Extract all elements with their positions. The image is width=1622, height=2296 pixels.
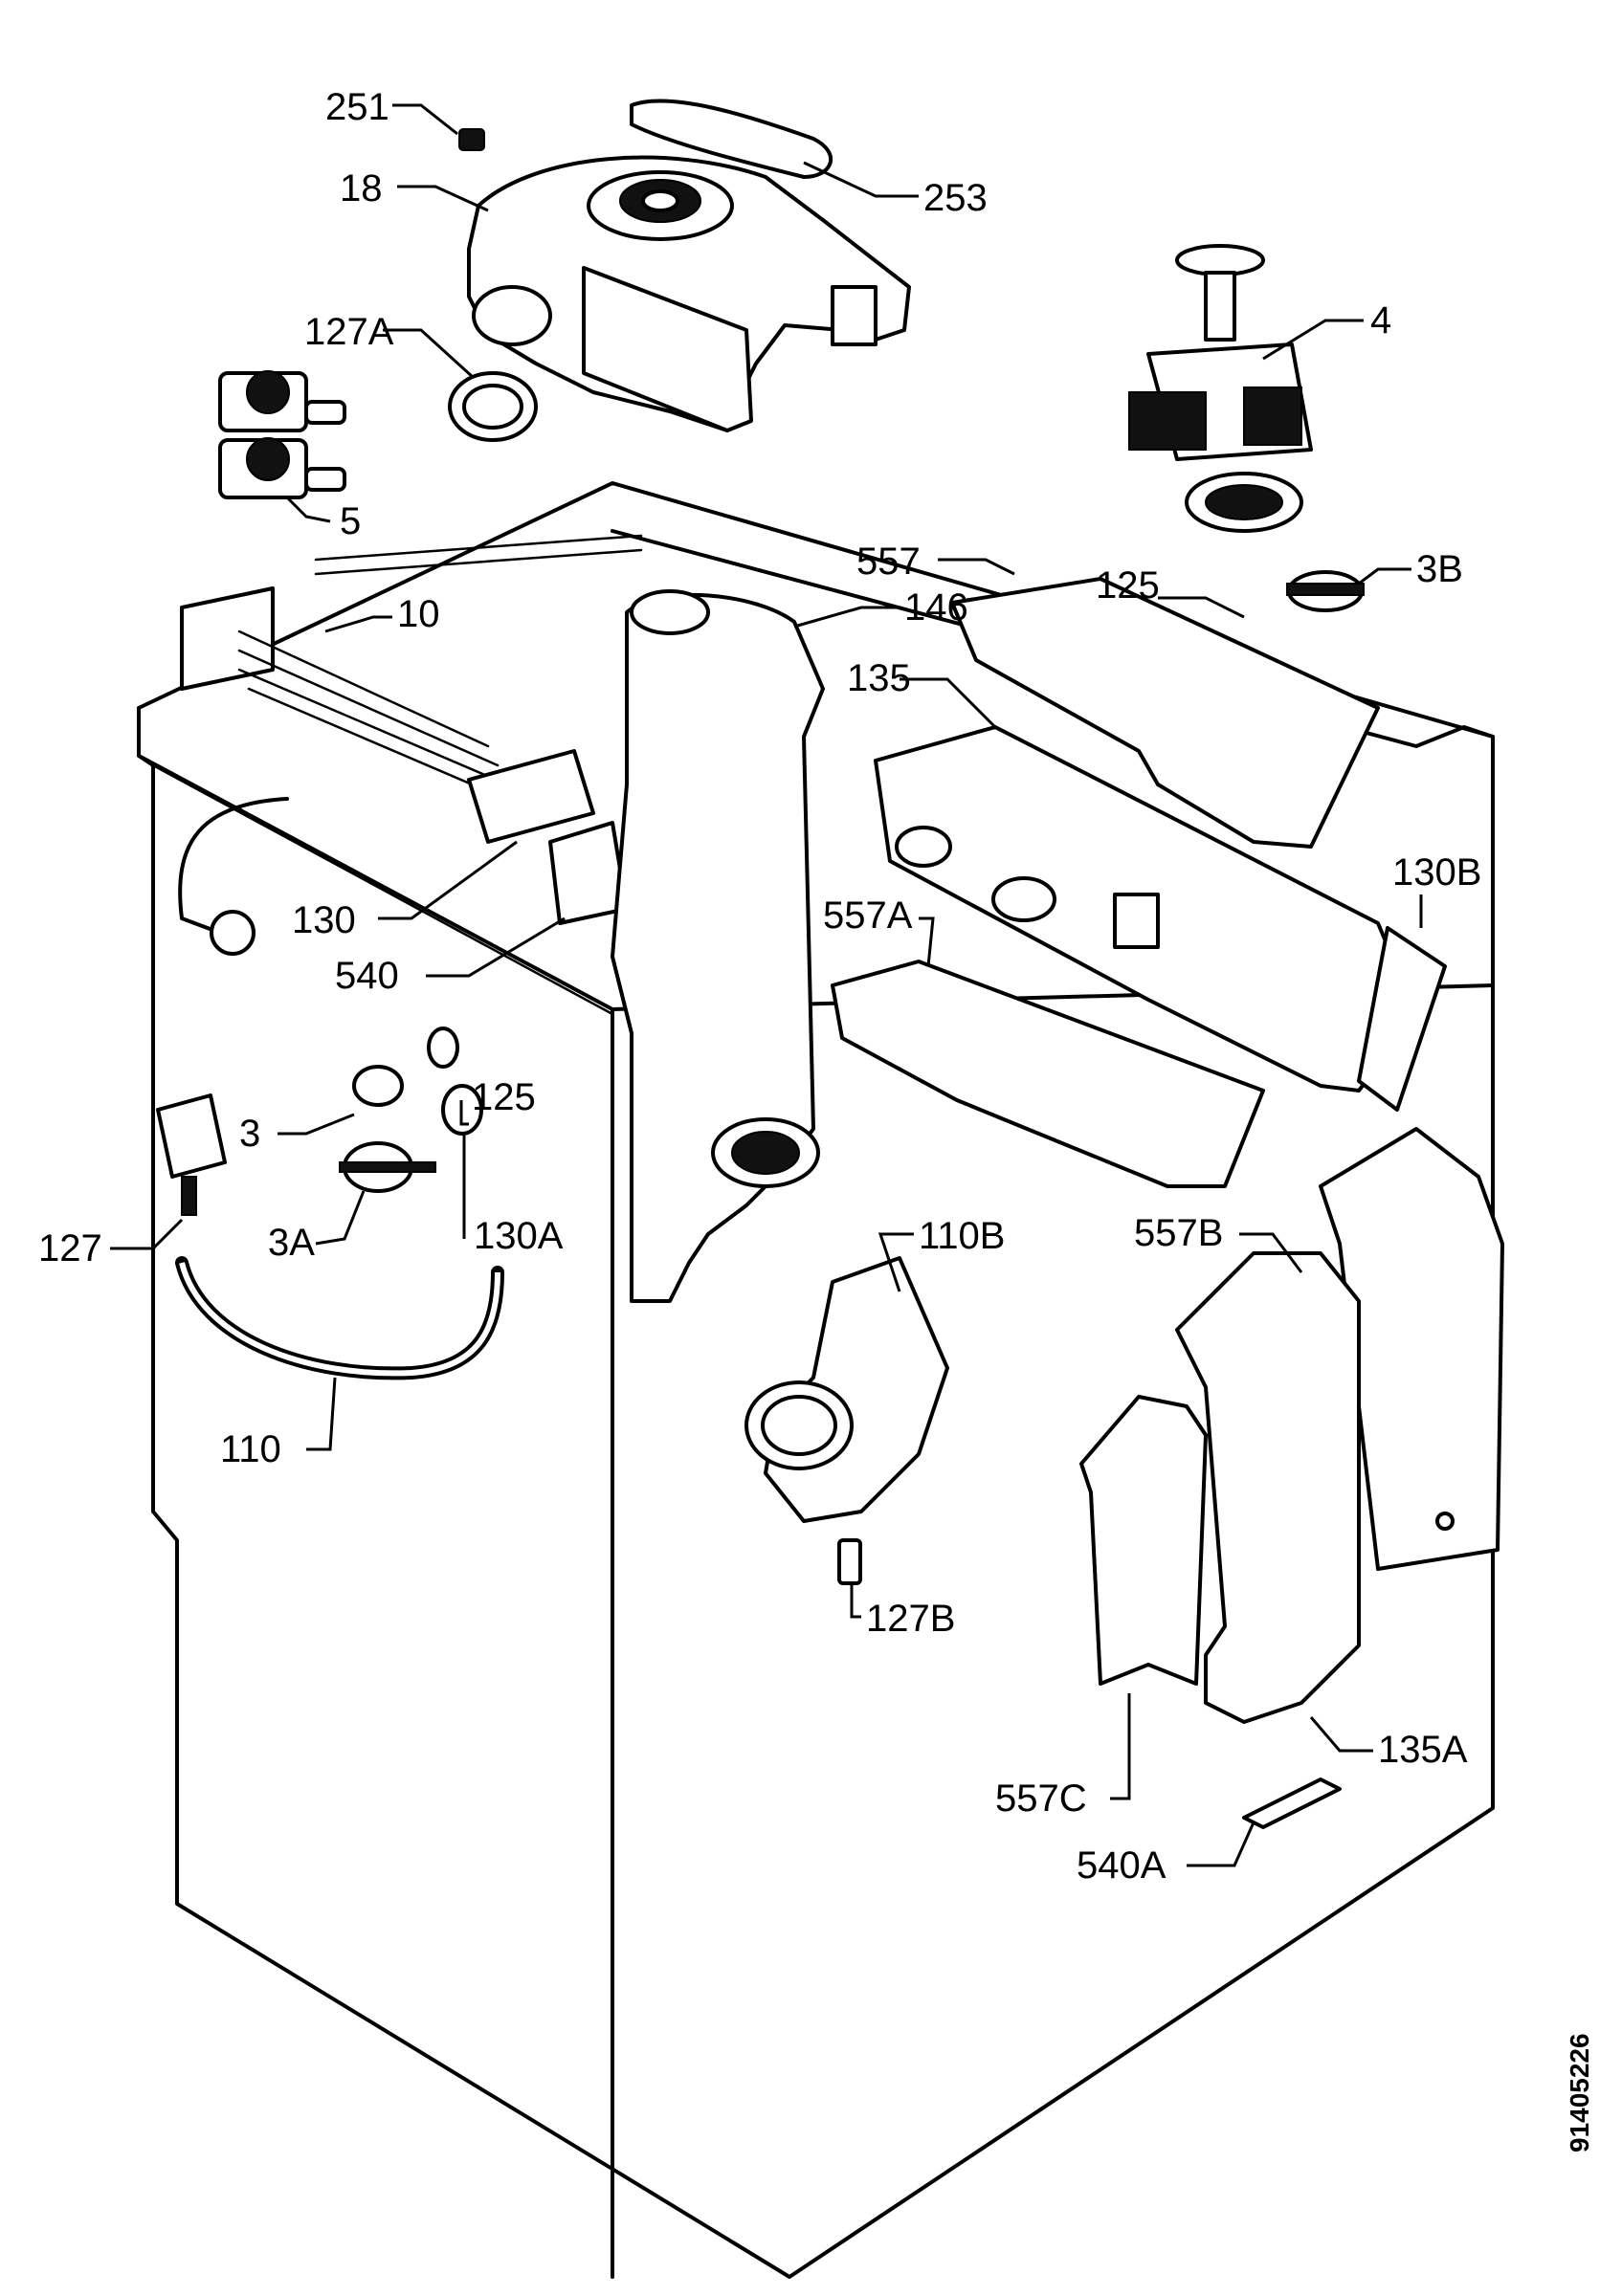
heater-element-10 xyxy=(178,534,643,956)
cap-251 xyxy=(458,128,485,151)
callout-127: 127 xyxy=(38,1227,102,1269)
callout-127B: 127B xyxy=(866,1598,955,1640)
callout-557A: 557A xyxy=(823,894,913,937)
condenser-135 xyxy=(874,725,1418,1093)
small-parts-left xyxy=(156,1027,483,1216)
valve-5 xyxy=(218,370,346,499)
cover-557C-part xyxy=(1079,1395,1208,1686)
thermostat-3A-base xyxy=(339,1161,436,1173)
callout-10: 10 xyxy=(397,593,440,635)
hose-110 xyxy=(175,1256,504,1380)
cover-557A xyxy=(831,960,1265,1188)
gasket-130B xyxy=(1357,926,1447,1112)
cover-557 xyxy=(950,577,1380,849)
seal-540A xyxy=(1242,1777,1342,1829)
valve-127-part xyxy=(156,1093,227,1179)
callout-130: 130 xyxy=(292,899,356,941)
thermostat-3B xyxy=(1286,570,1365,612)
callout-127A: 127A xyxy=(304,311,394,353)
thermostat-3-part xyxy=(352,1065,404,1107)
callout-130B: 130B xyxy=(1392,851,1481,894)
nipple-127B xyxy=(837,1538,862,1585)
callout-253: 253 xyxy=(923,177,988,219)
callout-110B: 110B xyxy=(919,1215,1005,1257)
duct-135A-part xyxy=(1175,1251,1361,1724)
duct-assembly-right xyxy=(1079,1127,1504,1724)
belt-253 xyxy=(630,99,833,179)
callout-557C: 557C xyxy=(995,1777,1087,1820)
callout-3B: 3B xyxy=(1416,548,1463,590)
callout-557B: 557B xyxy=(1134,1212,1223,1254)
duct-146 xyxy=(611,589,825,1303)
callout-557: 557 xyxy=(856,541,921,583)
callout-135A: 135A xyxy=(1378,1729,1468,1771)
callout-3A: 3A xyxy=(268,1222,315,1264)
callout-130A: 130A xyxy=(474,1215,564,1257)
callout-labels: 251 18 253 4 127A 5 557 125 3B 10 146 13… xyxy=(38,86,1481,1887)
callout-540: 540 xyxy=(335,955,399,997)
callout-135: 135 xyxy=(847,657,911,699)
cabinet-outline xyxy=(137,481,1495,2279)
document-number: 91405226 xyxy=(1565,2033,1594,2152)
callout-3: 3 xyxy=(239,1113,260,1155)
callout-251: 251 xyxy=(325,86,389,128)
fan-housing-18 xyxy=(448,155,911,442)
callout-125-left: 125 xyxy=(472,1076,536,1118)
callout-146: 146 xyxy=(904,586,968,629)
callout-540A: 540A xyxy=(1077,1844,1167,1887)
callout-4: 4 xyxy=(1370,299,1391,342)
callout-18: 18 xyxy=(340,167,383,210)
valve-127-stem xyxy=(181,1176,197,1216)
seal-125-part xyxy=(427,1027,459,1069)
callout-5: 5 xyxy=(340,500,361,542)
callout-110: 110 xyxy=(220,1428,281,1470)
callout-125-top: 125 xyxy=(1096,564,1160,607)
bellows-110B xyxy=(744,1256,949,1523)
leader-lines xyxy=(110,103,1423,1867)
motor-4 xyxy=(1128,244,1313,533)
